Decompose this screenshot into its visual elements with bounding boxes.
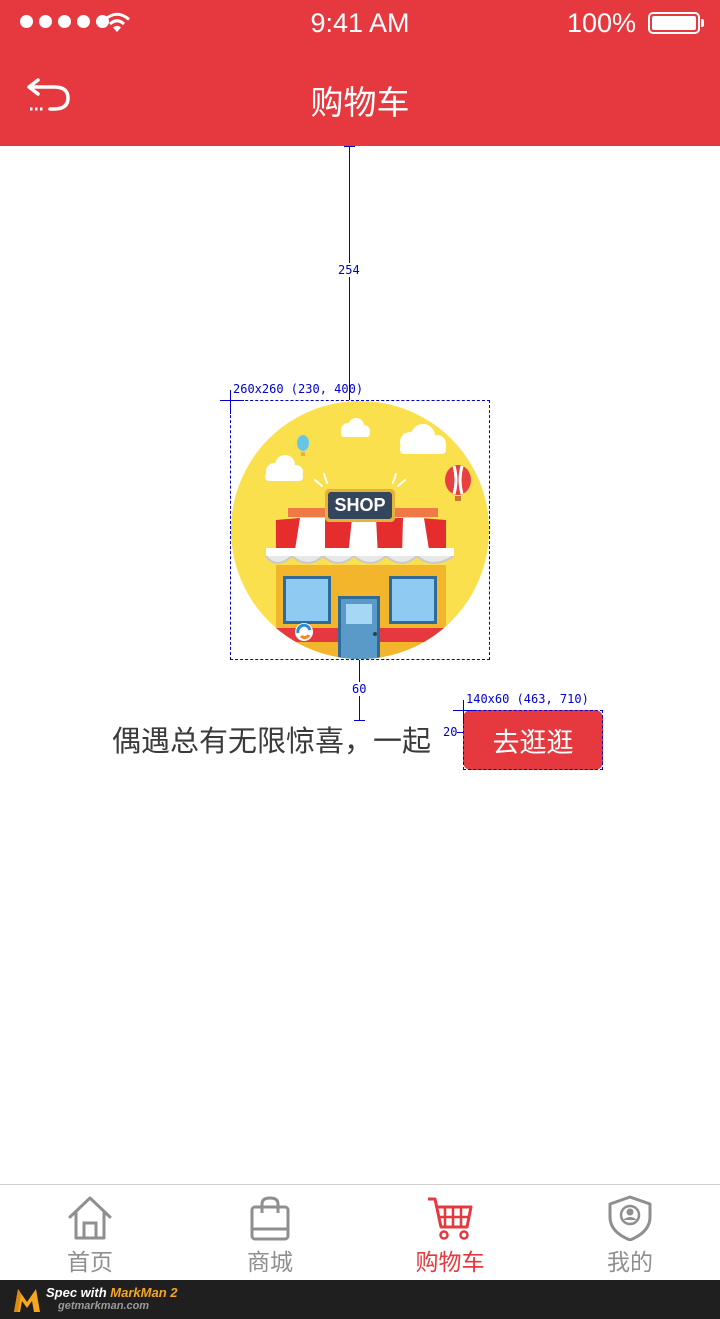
- spec-button-gap-label: 20: [443, 725, 458, 739]
- back-button[interactable]: [24, 72, 76, 118]
- spec-image-gap-label: 60: [351, 682, 368, 696]
- markman-logo-icon: [14, 1289, 40, 1312]
- empty-cart-tagline: 偶遇总有无限惊喜，一起: [112, 726, 432, 758]
- spec-image-box: [230, 400, 490, 660]
- cart-icon: [428, 1197, 473, 1240]
- shop-illustration: SHOP: [231, 401, 489, 659]
- spec-button-corner-v: [463, 700, 464, 724]
- spec-top-gap-label: 254: [337, 263, 361, 277]
- battery-percent: 100%: [566, 8, 636, 38]
- home-icon: [68, 1196, 112, 1240]
- spec-button-size-label: 140x60 (463, 710): [466, 692, 589, 706]
- top-bar: 9:41 AM 100% 购物车: [0, 0, 720, 146]
- user-shield-icon: [608, 1195, 652, 1241]
- hot-air-balloon-small: [297, 435, 309, 456]
- tab-home-label: 首页: [67, 1249, 113, 1275]
- spec-button-box: [463, 710, 603, 770]
- markman-footer: Spec with MarkMan 2 getmarkman.com: [0, 1280, 720, 1319]
- markman-brand: Spec with MarkMan 2: [46, 1285, 178, 1300]
- tab-bar: 首页 商城 购物车 我的: [0, 1184, 720, 1281]
- spec-button-corner-h: [453, 710, 477, 711]
- shop-sign-text: SHOP: [334, 495, 385, 515]
- tab-cart-label: 购物车: [415, 1249, 485, 1275]
- tab-cart[interactable]: 购物车: [360, 1185, 540, 1281]
- tab-mall[interactable]: 商城: [180, 1185, 360, 1281]
- tab-home[interactable]: 首页: [0, 1185, 180, 1281]
- page-title: 购物车: [310, 84, 410, 121]
- hot-air-balloon-large: [445, 465, 471, 501]
- markman-url: getmarkman.com: [58, 1300, 150, 1312]
- signal-icon: [20, 15, 109, 28]
- shopping-bag-icon: [250, 1196, 290, 1241]
- battery-icon: [648, 12, 704, 34]
- status-time: 9:41 AM: [310, 8, 410, 38]
- spec-image-gap-tick: [354, 720, 365, 721]
- tab-mine-label: 我的: [607, 1249, 653, 1275]
- wifi-icon: [104, 12, 130, 32]
- spec-top-gap-tick: [344, 146, 355, 147]
- spec-image-size-label: 260x260 (230, 400): [233, 382, 364, 396]
- go-shopping-button[interactable]: 去逛逛: [463, 710, 603, 770]
- tab-mall-label: 商城: [247, 1249, 293, 1275]
- tab-mine[interactable]: 我的: [540, 1185, 720, 1281]
